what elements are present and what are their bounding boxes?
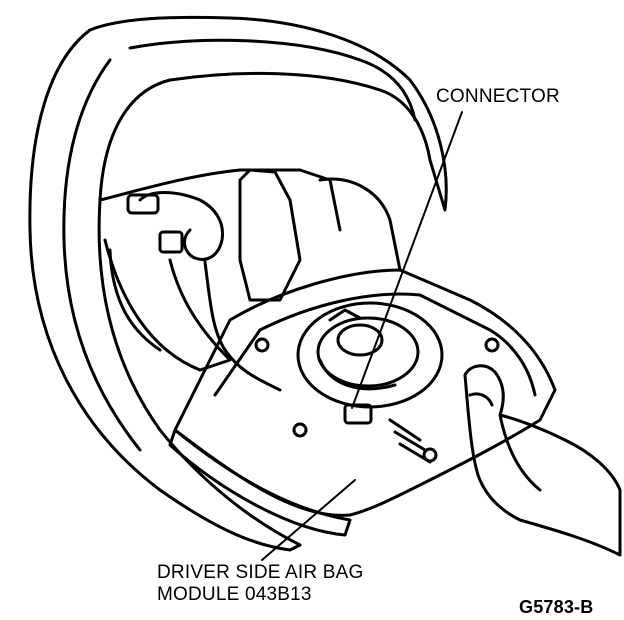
leader-module bbox=[261, 479, 356, 561]
connector-label: CONNECTOR bbox=[436, 86, 560, 107]
module-label-line1: DRIVER SIDE AIR BAG bbox=[157, 562, 364, 583]
mount-bolt-2 bbox=[484, 337, 500, 353]
hand-drawing bbox=[463, 364, 622, 557]
steering-wheel-rim-top bbox=[128, 38, 417, 122]
module-label-line2: MODULE 043B13 bbox=[157, 584, 312, 605]
mount-bolt-4 bbox=[292, 422, 308, 438]
steering-wheel-rim-outer bbox=[28, 15, 448, 552]
steering-wheel-rim-inner bbox=[62, 58, 142, 452]
leader-connector bbox=[351, 111, 463, 409]
inflator-hub bbox=[336, 323, 384, 357]
wiring-harness bbox=[138, 191, 225, 261]
wiring-lead bbox=[203, 260, 282, 392]
connector-icon-module bbox=[343, 403, 373, 425]
mount-bolt-1 bbox=[254, 337, 270, 353]
air-bag-module-outer bbox=[173, 268, 557, 517]
module-label: DRIVER SIDE AIR BAG MODULE 043B13 bbox=[157, 562, 364, 606]
column-boss bbox=[238, 168, 302, 302]
connector-plug bbox=[126, 193, 160, 215]
inflator-ring bbox=[316, 316, 420, 388]
module-ribs bbox=[388, 418, 432, 464]
steering-wheel-spoke-right bbox=[318, 177, 402, 272]
air-bag-module-rim bbox=[213, 292, 537, 397]
air-bag-module-lip bbox=[168, 428, 352, 537]
hand-knuckle bbox=[498, 413, 542, 492]
steering-wheel-hub-left bbox=[103, 238, 232, 372]
steering-wheel-hub-shadow bbox=[108, 248, 162, 352]
hand-finger-line bbox=[468, 392, 494, 407]
connector-icon-left bbox=[158, 230, 184, 254]
figure-id-label: G5783-B bbox=[519, 597, 594, 617]
inflator-detail bbox=[318, 308, 397, 391]
